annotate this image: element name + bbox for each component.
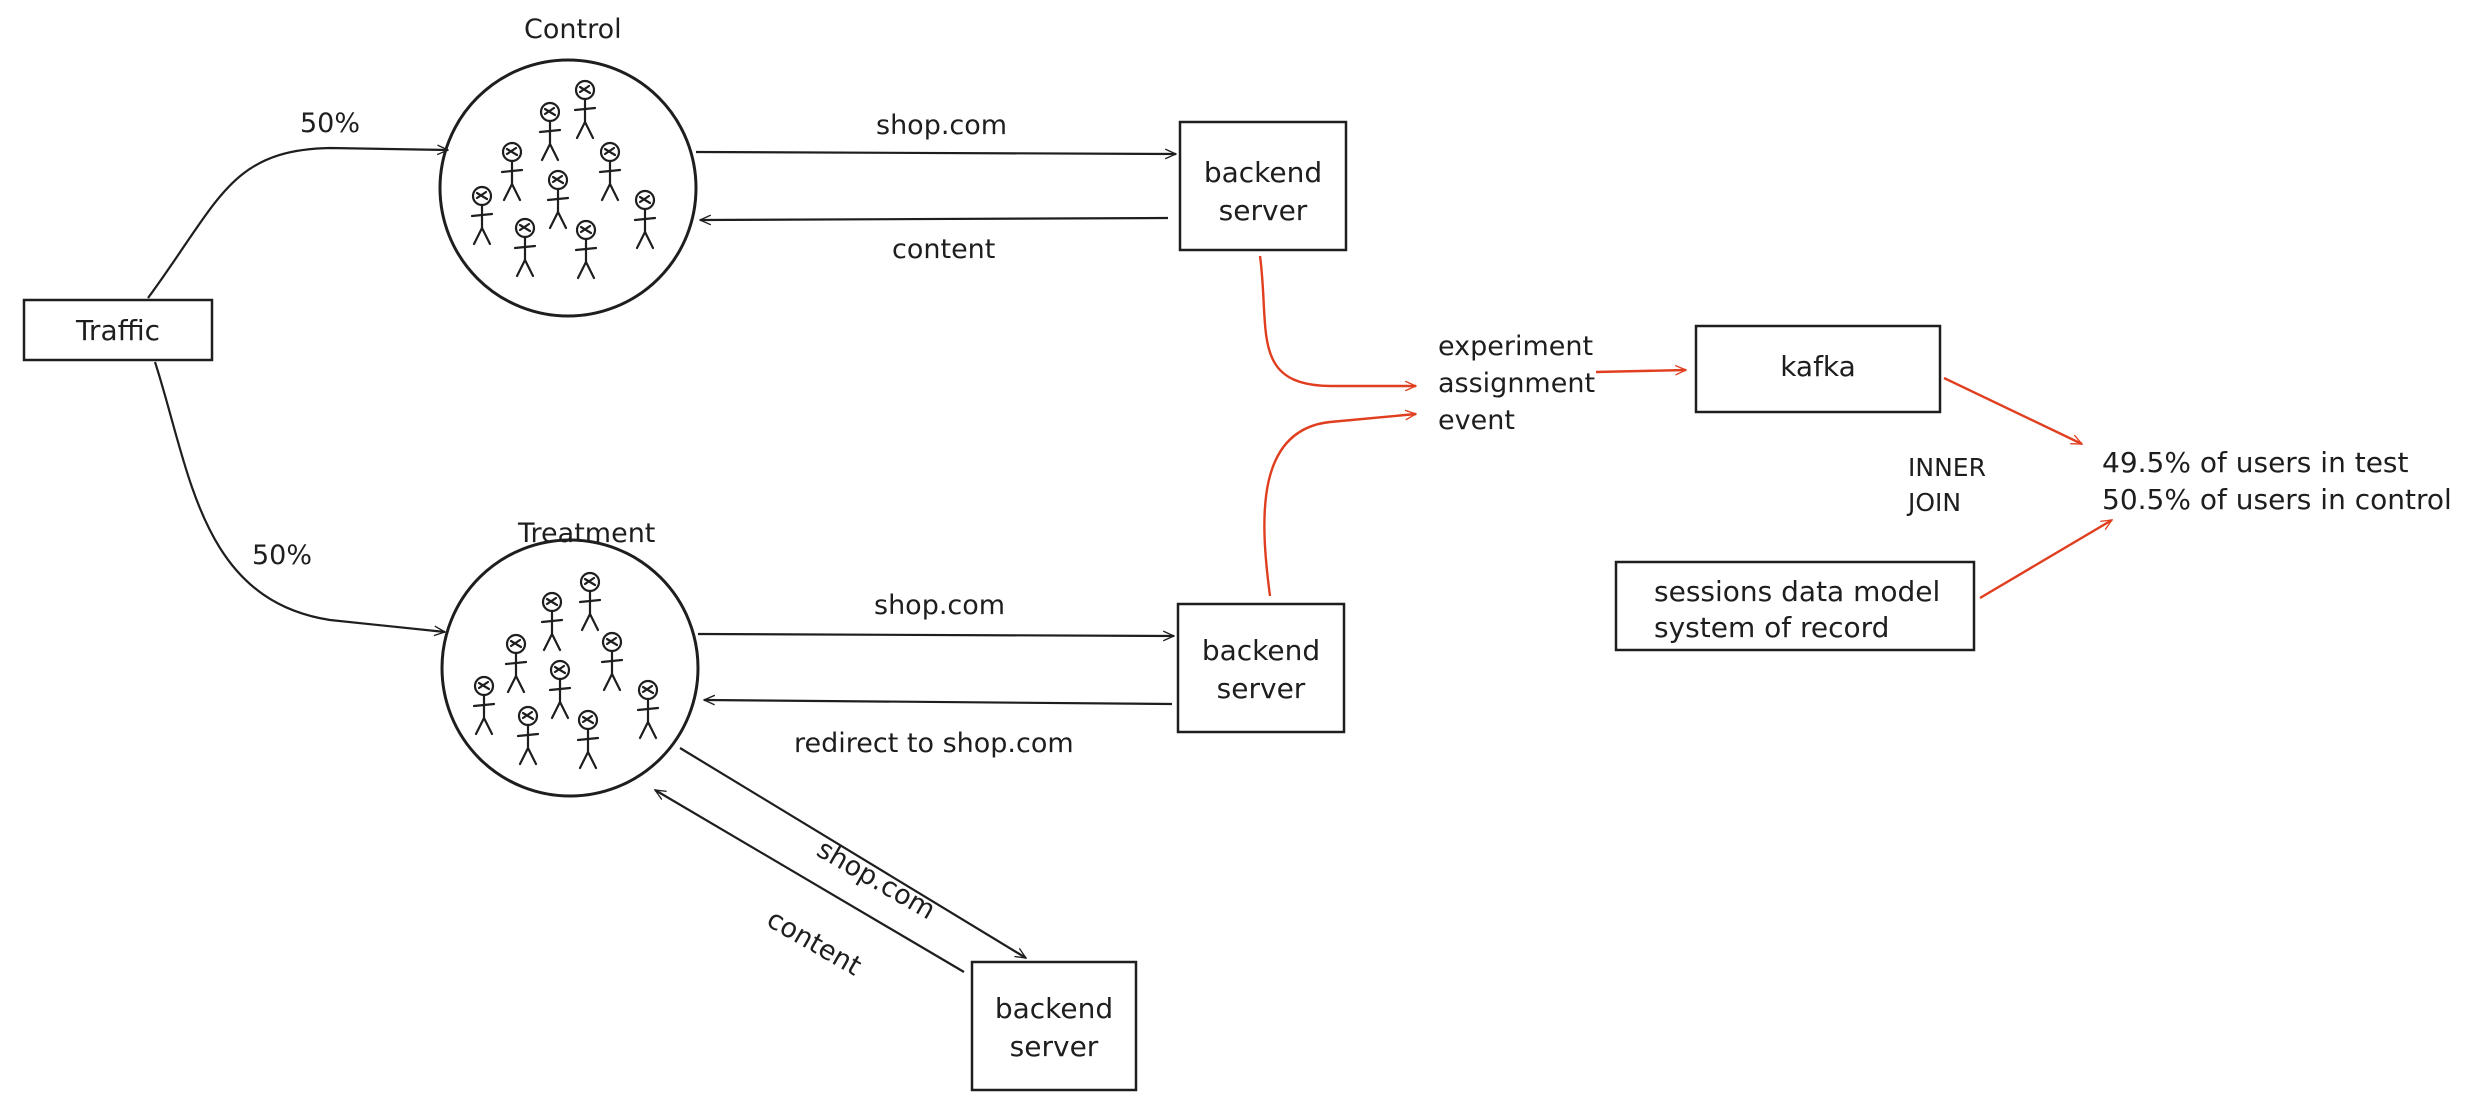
arrow-backend1-event [1258,255,1416,386]
split-control-label: 50% [300,108,361,139]
backend-server-box-2 [1176,602,1346,734]
event-label-line3: event [1438,405,1515,436]
treatment-users [472,571,660,770]
event-label: experiment assignment event [1438,328,1595,439]
join-label: INNER JOIN [1908,450,1986,520]
backend-server-label-2-line2: server [1216,672,1306,705]
control-users [470,79,657,280]
result-label-line1: 49.5% of users in test [2102,446,2409,479]
sessions-label-line2: system of record [1654,611,1890,644]
traffic-label: Traffic [75,314,161,347]
backend-server-label-3-line2: server [1009,1030,1099,1063]
arrow-event-kafka [1595,370,1686,372]
backend-server-label-2: backend server [1178,632,1344,708]
treatment-response-label: redirect to shop.com [794,728,1074,759]
event-label-line1: experiment [1438,331,1594,362]
backend-server-label-2-line1: backend [1201,634,1321,667]
join-label-line2: JOIN [1908,488,1962,517]
join-label-line1: INNER [1908,453,1986,482]
backend-server-label-1: backend server [1180,154,1346,230]
backend-server-label-3-line1: backend [994,992,1114,1025]
arrow-redirect-request [679,747,1026,959]
traffic-box [22,298,214,362]
split-treatment-label: 50% [252,540,313,571]
kafka-label: kafka [1780,350,1856,383]
arrow-treatment-response [704,700,1173,704]
backend-server-box-3 [970,960,1138,1092]
arrow-control-request [695,152,1176,154]
result-label: 49.5% of users in test 50.5% of users in… [2102,444,2452,518]
control-response-label: content [892,234,996,265]
backend-server-label-1-line1: backend [1203,156,1323,189]
sessions-label-line1: sessions data model [1654,575,1941,608]
control-title: Control [524,14,622,45]
backend-server-box-1 [1178,120,1348,252]
result-label-line2: 50.5% of users in control [2102,483,2452,516]
kafka-box [1694,324,1942,414]
backend-server-label-1-line2: server [1218,194,1308,227]
treatment-title: Treatment [518,518,656,549]
treatment-request-label: shop.com [874,590,1006,621]
arrow-control-response [700,218,1169,220]
arrow-redirect-response [655,789,965,973]
sessions-label: sessions data model system of record [1654,574,1940,646]
backend-server-label-3: backend server [972,990,1136,1066]
arrow-sessions-result [1979,518,2112,600]
event-label-line2: assignment [1438,368,1596,399]
treatment-circle [440,538,700,798]
arrow-treatment-request [697,634,1174,636]
sessions-box [1614,560,1976,652]
arrow-traffic-control [147,148,448,299]
arrow-backend2-event [1263,414,1416,597]
arrow-traffic-treatment [153,361,445,632]
control-circle [438,58,698,318]
arrow-kafka-result [1943,376,2082,446]
control-request-label: shop.com [876,110,1008,141]
